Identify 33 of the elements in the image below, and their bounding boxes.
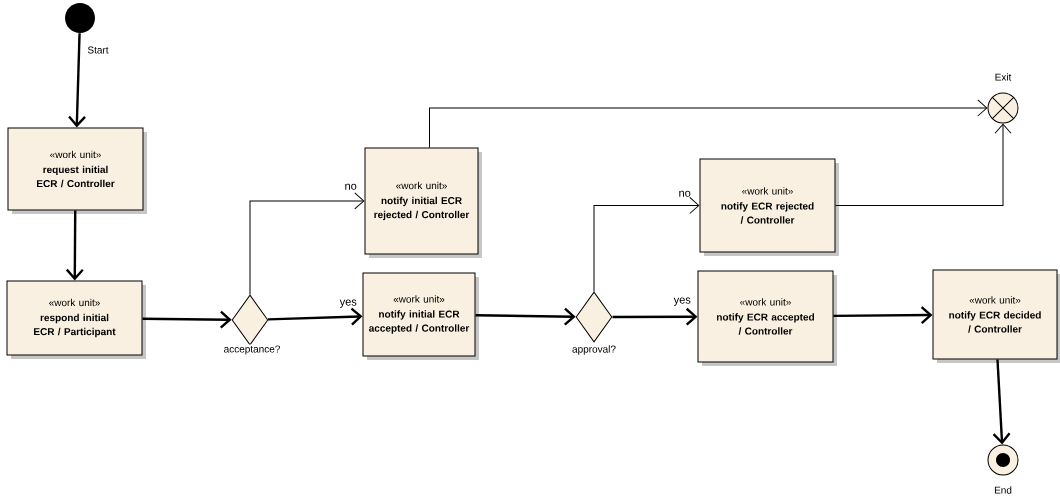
arrow <box>992 359 1011 445</box>
work-unit-box: «work unit» notify ECR decided / Controller <box>932 269 1060 363</box>
decision-diamond <box>231 294 269 346</box>
node-caption: approval? <box>571 344 617 356</box>
edge-label: no <box>679 190 691 197</box>
work-unit-box: «work unit» notify ECR accepted / Controller <box>697 270 837 366</box>
arrow <box>68 33 86 128</box>
arrow <box>429 99 988 148</box>
arrow <box>833 306 933 325</box>
node-caption: acceptance? <box>222 344 282 356</box>
arrow <box>593 197 700 292</box>
work-unit-box: «work unit» notify ECR rejected / Controller <box>699 158 839 256</box>
arrow <box>835 123 1012 206</box>
start-circle <box>65 3 95 33</box>
work-unit-box: «work unit» respond initial ECR / Participant <box>6 280 146 359</box>
arrow <box>142 310 232 329</box>
decision-diamond <box>575 291 613 343</box>
edge-label: yes <box>339 299 357 308</box>
exit-symbol <box>987 92 1019 124</box>
node-caption: Start <box>86 45 110 55</box>
arrow <box>268 307 363 326</box>
end-symbol <box>987 444 1019 476</box>
node-caption: Exit <box>993 72 1013 82</box>
arrow <box>612 307 698 326</box>
arrow <box>249 192 365 295</box>
edge-label: no <box>345 183 357 190</box>
arrow <box>65 210 84 281</box>
work-unit-box: «work unit» request initial ECR / Controller <box>7 127 147 214</box>
work-unit-box: «work unit» notify initial ECR accepted / Controller <box>362 272 479 360</box>
node-caption: End <box>993 485 1013 495</box>
edge-label: yes <box>673 297 691 306</box>
work-unit-box: «work unit» notify initial ECR rejected / Controller <box>364 147 482 258</box>
arrow <box>475 307 576 326</box>
